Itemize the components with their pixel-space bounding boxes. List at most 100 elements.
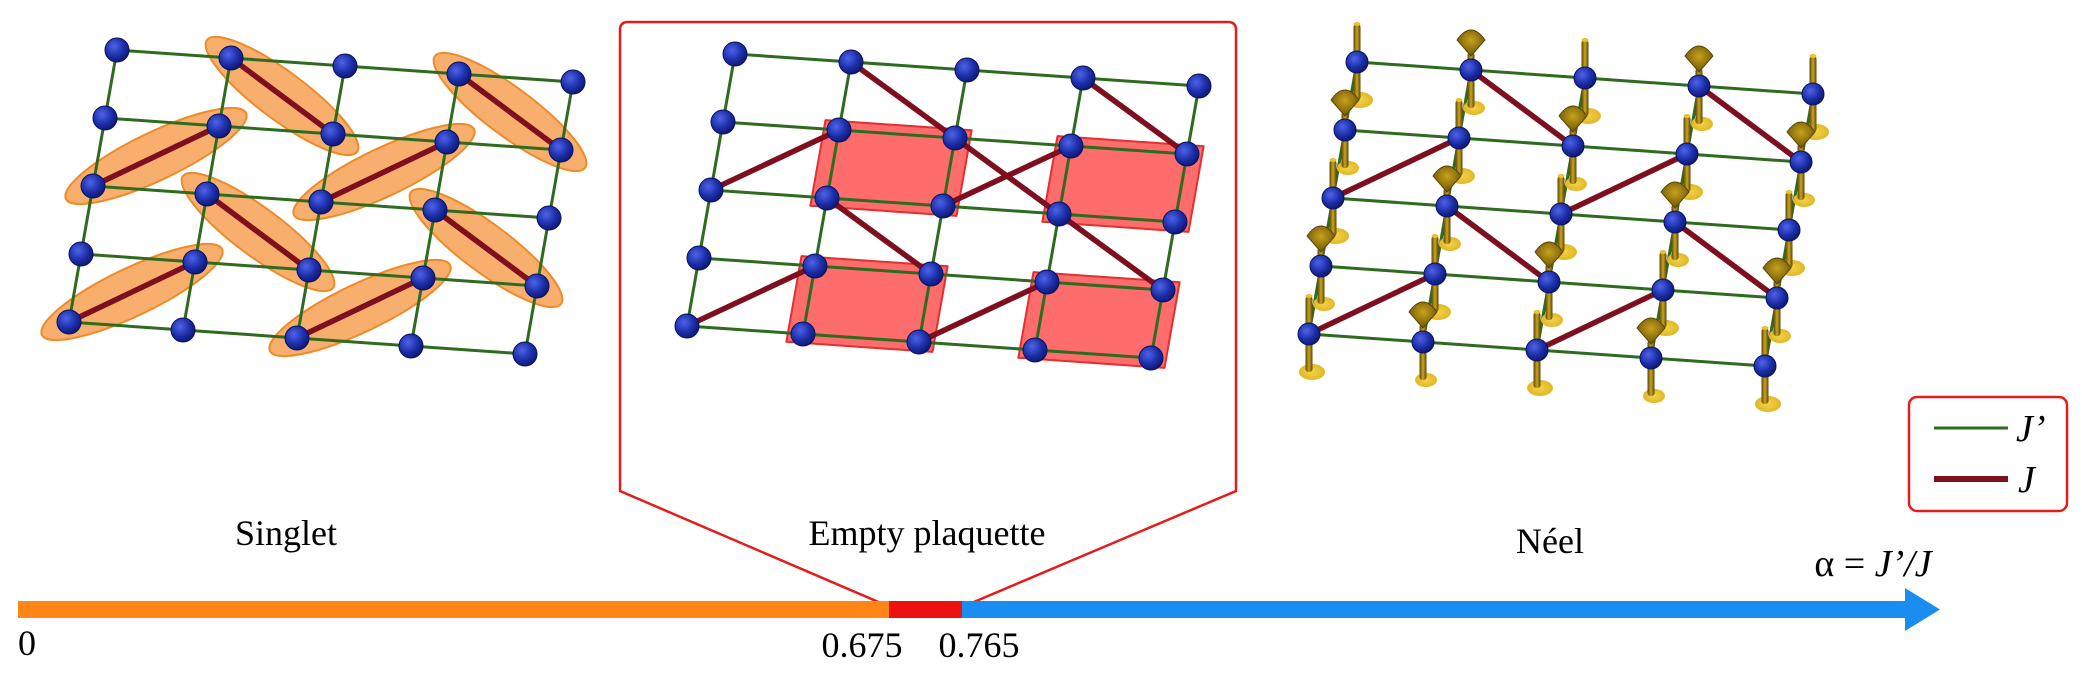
j-bond bbox=[294, 275, 426, 341]
spin-head bbox=[1558, 105, 1588, 133]
spin-arrow-icon bbox=[1549, 174, 1577, 260]
site-icon bbox=[790, 321, 816, 347]
alpha-axis: α = J’/J 0 0.675 0.765 bbox=[18, 543, 1940, 665]
j-prime-bond bbox=[308, 268, 424, 280]
j-prime-bond bbox=[422, 276, 538, 288]
spin-arrow-icon bbox=[1777, 190, 1805, 276]
legend-j-prime-label: J’ bbox=[2016, 408, 2046, 450]
j-bond bbox=[432, 207, 540, 289]
plaquette-icon bbox=[809, 119, 973, 217]
site-icon bbox=[170, 317, 196, 343]
j-prime-bond bbox=[838, 128, 956, 140]
j-bond bbox=[1696, 83, 1804, 165]
spin-head bbox=[1306, 225, 1336, 253]
j-bond bbox=[204, 191, 312, 273]
singlet-j-bonds bbox=[66, 55, 564, 341]
j-prime-bond bbox=[206, 192, 322, 204]
site-icon bbox=[1034, 269, 1060, 295]
plaquette-icon bbox=[1017, 271, 1181, 369]
axis-arrow-icon bbox=[1905, 588, 1940, 631]
j-bond bbox=[824, 195, 934, 277]
j-prime-bond bbox=[954, 136, 1072, 148]
site-icon bbox=[930, 193, 956, 219]
spin-arrow-icon bbox=[1684, 45, 1714, 131]
j-prime-bond bbox=[1082, 76, 1200, 88]
j-prime-bond bbox=[1584, 76, 1700, 88]
site-icon bbox=[80, 173, 106, 199]
site-icon bbox=[56, 309, 82, 335]
site-icon bbox=[332, 53, 358, 79]
site-icon bbox=[1537, 270, 1561, 294]
j-prime-bond bbox=[686, 324, 804, 336]
j-prime-bond bbox=[332, 132, 448, 144]
j-bond bbox=[1672, 219, 1780, 301]
site-icon bbox=[422, 197, 448, 223]
site-icon bbox=[698, 177, 724, 203]
site-icon bbox=[320, 121, 346, 147]
site-icon bbox=[802, 253, 828, 279]
j-prime-bond bbox=[104, 116, 220, 128]
j-bond bbox=[66, 259, 198, 325]
site-icon bbox=[1663, 210, 1687, 234]
site-icon bbox=[218, 45, 244, 71]
j-prime-bond bbox=[1674, 220, 1790, 232]
plaquette-panel: Empty plaquette bbox=[618, 20, 1238, 609]
site-icon bbox=[512, 341, 538, 367]
j-prime-bond bbox=[1058, 212, 1176, 224]
site-icon bbox=[1321, 186, 1345, 210]
j-bond bbox=[1468, 67, 1576, 149]
j-bond bbox=[1558, 151, 1690, 217]
j-prime-bond bbox=[218, 124, 334, 136]
j-prime-bond bbox=[80, 252, 196, 264]
axis-segment-neel bbox=[962, 601, 1910, 618]
j-prime-bond bbox=[1332, 196, 1448, 208]
axis-tick-0: 0 bbox=[18, 623, 36, 663]
j-prime-bond bbox=[1650, 356, 1766, 368]
site-icon bbox=[710, 109, 736, 135]
spin-arrow-icon bbox=[1447, 98, 1475, 184]
spin-arrow-icon bbox=[1762, 257, 1792, 343]
spin-cap bbox=[1659, 250, 1667, 254]
j-prime-bond bbox=[1662, 288, 1778, 300]
j-bond bbox=[90, 123, 222, 189]
j-prime-bond bbox=[710, 188, 828, 200]
neel-panel: Néel bbox=[1297, 22, 1829, 561]
spin-cap bbox=[1761, 326, 1769, 330]
site-icon bbox=[536, 205, 562, 231]
spin-head bbox=[1762, 257, 1792, 285]
empty-plaquettes bbox=[785, 119, 1205, 369]
neel-j-bonds bbox=[1306, 67, 1804, 353]
plaquette-frame bbox=[618, 20, 1238, 609]
site-icon bbox=[918, 261, 944, 287]
site-icon bbox=[838, 49, 864, 75]
site-icon bbox=[398, 333, 424, 359]
singlet-panel: Singlet bbox=[40, 35, 588, 553]
site-icon bbox=[1174, 141, 1200, 167]
spin-arrow-icon bbox=[1330, 89, 1360, 175]
site-icon bbox=[1411, 330, 1435, 354]
spin-head bbox=[1456, 29, 1486, 57]
site-icon bbox=[68, 241, 94, 267]
spin-head bbox=[1636, 317, 1666, 345]
site-icon bbox=[1333, 118, 1357, 142]
j-prime-bond bbox=[1536, 348, 1652, 360]
j-prime-bond bbox=[344, 64, 460, 76]
spin-arrow-icon bbox=[1558, 105, 1588, 191]
neel-spins bbox=[1297, 22, 1829, 412]
j-prime-bond bbox=[296, 336, 412, 348]
j-prime-bond bbox=[1548, 280, 1664, 292]
site-icon bbox=[182, 249, 208, 275]
site-icon bbox=[1789, 150, 1813, 174]
axis-segment-plaquette bbox=[889, 601, 963, 618]
j-prime-bond bbox=[850, 60, 968, 72]
axis-tick-0675: 0.675 bbox=[822, 625, 903, 665]
site-icon bbox=[560, 69, 586, 95]
site-icon bbox=[1070, 65, 1096, 91]
j-bond bbox=[952, 135, 1062, 217]
j-prime-bond bbox=[1034, 348, 1152, 360]
j-prime-bond bbox=[446, 140, 562, 152]
j-bond bbox=[1534, 287, 1666, 353]
plaquette-icon bbox=[785, 255, 949, 353]
spin-cap bbox=[1329, 158, 1337, 162]
site-icon bbox=[1345, 50, 1369, 74]
